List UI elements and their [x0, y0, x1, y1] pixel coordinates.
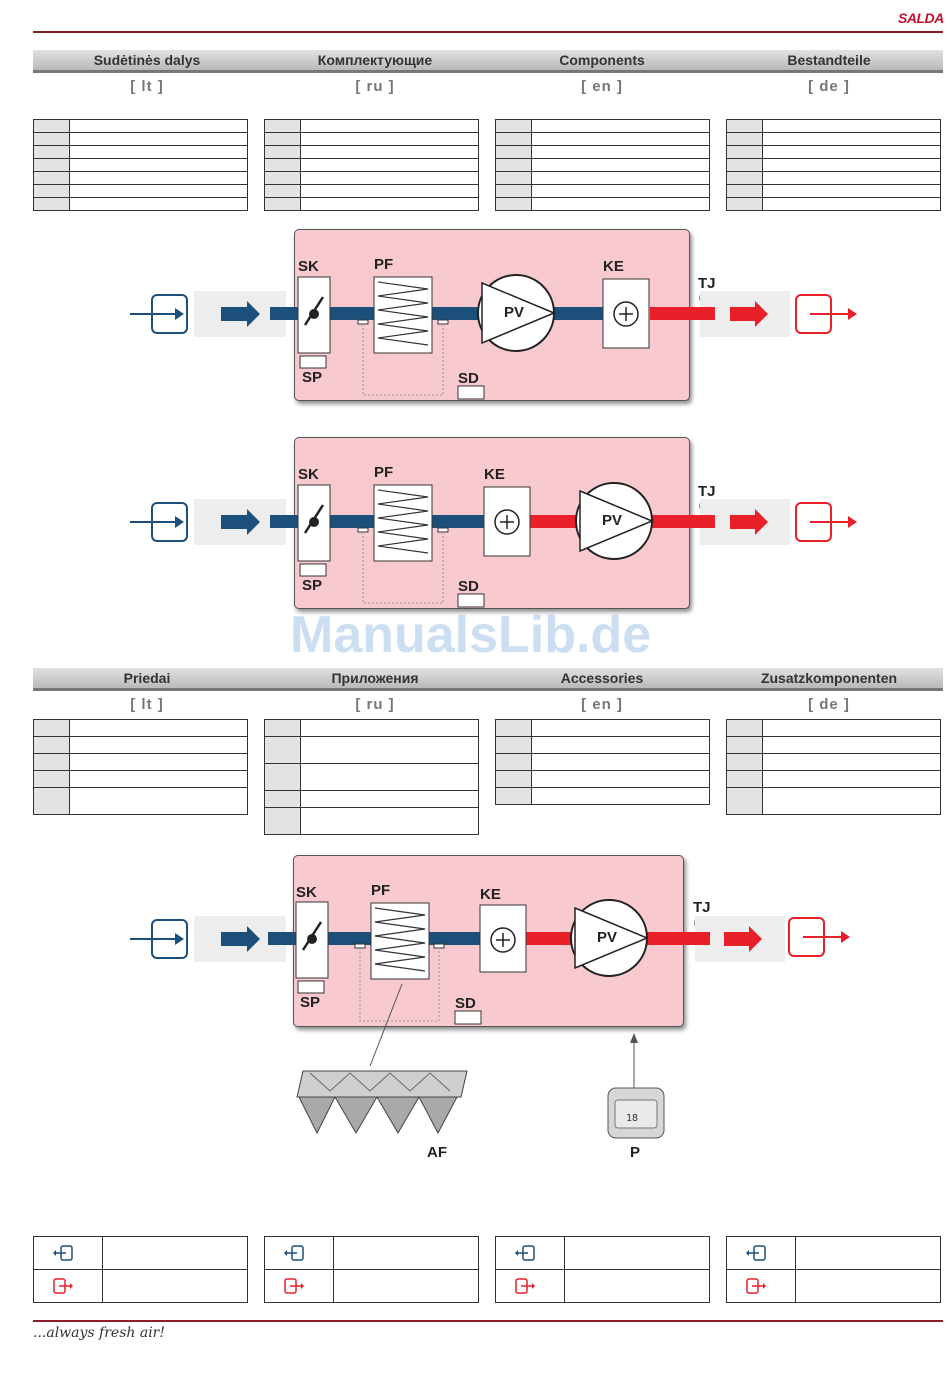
- label-heater: KE: [484, 466, 505, 483]
- column-title-de: Zusatzkomponenten: [760, 670, 898, 686]
- label-fan: PV: [597, 929, 618, 946]
- components-table-lt: [33, 119, 248, 211]
- controller-panel-icon: 18: [607, 1087, 665, 1139]
- fan-triangle-icon: [579, 489, 654, 553]
- footer-divider: [33, 1320, 943, 1322]
- lang-tag-de: [ de ]: [808, 78, 850, 95]
- column-title-ru: Комплектующие: [317, 52, 433, 68]
- diagram-2-svg: [130, 482, 857, 608]
- arrow-right-icon: [724, 926, 762, 952]
- air-out-icon: [284, 1278, 304, 1294]
- diagram-2: SK PF KE PV TJ SP SD: [120, 433, 880, 613]
- air-in-icon: [130, 294, 188, 334]
- accessories-table-lt: [33, 719, 248, 815]
- legend-table-ru: [264, 1236, 479, 1303]
- accessories-table-de: [726, 719, 941, 815]
- label-fan: PV: [602, 512, 623, 529]
- column-title-ru: Приложения: [331, 670, 419, 686]
- fan-triangle-icon: [574, 906, 649, 970]
- label-actuator: SP: [302, 577, 323, 594]
- accessories-table-en: [495, 719, 710, 805]
- air-out-icon: [795, 502, 857, 542]
- arrow-right-icon: [221, 509, 260, 535]
- label-damper: SK: [296, 884, 317, 901]
- lang-tag-de: [ de ]: [808, 696, 850, 713]
- air-in-icon: [515, 1245, 535, 1261]
- diagram-3-svg: 18: [130, 899, 850, 1139]
- actuator-box: [297, 980, 325, 994]
- air-in-icon: [130, 502, 188, 542]
- label-pressure-switch: SD: [455, 995, 476, 1012]
- lang-tag-en: [ en ]: [581, 78, 623, 95]
- fan-triangle-icon: [481, 281, 556, 345]
- label-fan: PV: [504, 304, 525, 321]
- air-out-icon: [515, 1278, 535, 1294]
- lang-tag-ru: [ ru ]: [355, 78, 395, 95]
- column-title-de: Bestandteile: [787, 52, 871, 68]
- arrow-right-icon: [221, 301, 260, 327]
- components-lang-row: [ lt ] [ ru ] [ en ] [ de ]: [33, 78, 943, 98]
- label-damper: SK: [298, 258, 319, 275]
- air-out-icon: [795, 294, 857, 334]
- column-title-en: Accessories: [560, 670, 644, 686]
- pressure-switch-box: [457, 593, 485, 608]
- air-out-icon: [746, 1278, 766, 1294]
- svg-text:18: 18: [626, 1113, 638, 1124]
- lang-tag-lt: [ lt ]: [130, 78, 164, 95]
- label-heater: KE: [603, 258, 624, 275]
- label-temp-sensor: TJ: [698, 483, 716, 500]
- air-out-icon: [53, 1278, 73, 1294]
- legend-table-en: [495, 1236, 710, 1303]
- arrow-right-icon: [730, 301, 768, 327]
- legend-table-lt: [33, 1236, 248, 1303]
- diagram-1-svg: [130, 274, 857, 400]
- watermark: ManualsLib.de: [290, 606, 652, 664]
- label-panel: P: [630, 1144, 641, 1161]
- air-in-icon: [130, 919, 188, 959]
- label-filter: PF: [374, 464, 394, 481]
- accessories-lang-row: [ lt ] [ ru ] [ en ] [ de ]: [33, 696, 943, 716]
- air-in-icon: [746, 1245, 766, 1261]
- lang-tag-lt: [ lt ]: [130, 696, 164, 713]
- header-divider: [33, 31, 943, 33]
- pressure-switch-box: [457, 385, 485, 400]
- label-temp-sensor: TJ: [693, 899, 711, 916]
- components-table-de: [726, 119, 941, 211]
- pressure-switch-box: [454, 1010, 482, 1025]
- arrow-right-icon: [221, 926, 260, 952]
- label-filter: PF: [374, 256, 394, 273]
- supply-duct-red: [650, 307, 715, 320]
- actuator-box: [299, 355, 327, 369]
- label-pressure-switch: SD: [458, 578, 479, 595]
- lang-tag-en: [ en ]: [581, 696, 623, 713]
- label-actuator: SP: [302, 369, 323, 386]
- label-temp-sensor: TJ: [698, 275, 716, 292]
- air-in-icon: [284, 1245, 304, 1261]
- column-title-en: Components: [559, 52, 645, 68]
- components-table-en: [495, 119, 710, 211]
- accessories-header-band: Priedai Приложения Accessories Zusatzkom…: [33, 668, 943, 691]
- label-damper: SK: [298, 466, 319, 483]
- brand-logo: SALDA: [898, 10, 944, 26]
- legend-table-de: [726, 1236, 941, 1303]
- label-pressure-switch: SD: [458, 370, 479, 387]
- air-in-icon: [53, 1245, 73, 1261]
- accessories-table-ru: [264, 719, 479, 835]
- column-title-lt: Priedai: [123, 670, 171, 686]
- air-filter-icon: [296, 1070, 468, 1135]
- lang-tag-ru: [ ru ]: [355, 696, 395, 713]
- diagram-3: 18 SK PF KE PV TJ SP SD AF P: [120, 851, 880, 1171]
- footer-slogan: ...always fresh air!: [33, 1325, 166, 1341]
- components-header-band: Sudėtinės dalys Комплектующие Components…: [33, 50, 943, 73]
- diagram-1: SK PF PV KE TJ SP SD: [120, 225, 880, 405]
- column-title-lt: Sudėtinės dalys: [93, 52, 201, 68]
- label-filter: PF: [371, 882, 391, 899]
- label-air-filter: AF: [427, 1144, 447, 1161]
- arrow-right-icon: [730, 509, 768, 535]
- label-actuator: SP: [300, 994, 321, 1011]
- air-out-icon: [788, 917, 850, 957]
- label-heater: KE: [480, 886, 501, 903]
- actuator-box: [299, 563, 327, 577]
- components-table-ru: [264, 119, 479, 211]
